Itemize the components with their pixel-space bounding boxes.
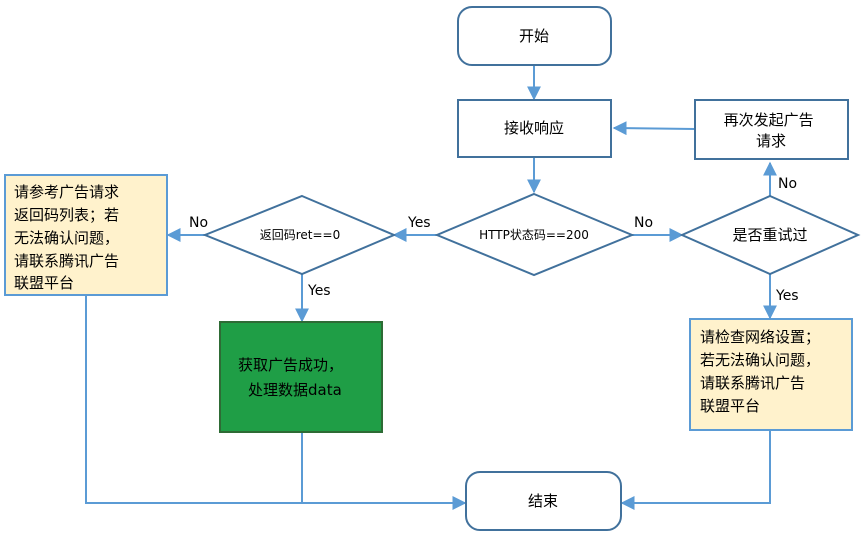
node-ret-error-note: 请参考广告请求 返回码列表；若 无法确认问题， 请联系腾讯广告 联盟平台 (4, 174, 168, 296)
node-receive-shape (457, 99, 612, 158)
note-ret-line-5: 联盟平台 (14, 274, 74, 292)
note-network-line-2: 若无法确认问题， (700, 351, 820, 369)
node-retry-request-line-2: 请求 (756, 132, 786, 150)
node-http-check-shape (434, 192, 635, 277)
note-network-line-4: 联盟平台 (700, 397, 760, 415)
label-ret-no: No (189, 215, 208, 231)
note-network-line-1: 请检查网络设置； (700, 328, 820, 346)
connectors (85, 65, 777, 510)
note-ret-line-1: 请参考广告请求 (14, 183, 119, 201)
note-ret-line-3: 无法确认问题， (14, 229, 119, 247)
node-retry-request-label: 再次发起广告 请求 (724, 111, 819, 150)
node-end-shape (465, 471, 622, 531)
node-success-shape (219, 321, 383, 433)
node-retry-request: 再次发起广告 请求 (694, 99, 849, 160)
node-start: 开始 (457, 6, 612, 66)
edge-network-note-to-end (620, 430, 771, 510)
node-start-shape (457, 6, 612, 66)
node-http-check-label: HTTP状态码==200 (479, 228, 589, 242)
node-ret-check-label: 返回码ret==0 (260, 228, 341, 242)
edge-error-note-to-end (85, 295, 467, 510)
node-retry-check: 是否重试过 (679, 194, 861, 276)
node-end: 结束 (465, 471, 622, 531)
label-http-no: No (634, 215, 653, 231)
node-start-label: 开始 (519, 27, 549, 45)
node-retry-check-shape (679, 194, 861, 276)
node-success-line-2: 处理数据data (248, 381, 342, 399)
node-retry-check-label: 是否重试过 (732, 226, 807, 244)
node-ret-error-note-shape (4, 174, 168, 296)
note-network-line-3: 请联系腾讯广告 (700, 374, 805, 392)
node-network-note: 请检查网络设置； 若无法确认问题， 请联系腾讯广告 联盟平台 (689, 318, 853, 431)
node-ret-error-note-text: 请参考广告请求 返回码列表；若 无法确认问题， 请联系腾讯广告 联盟平台 (14, 183, 124, 292)
node-ret-check-shape (202, 194, 397, 276)
node-network-note-shape (689, 318, 853, 431)
node-retry-request-line-1: 再次发起广告 (724, 111, 814, 129)
node-network-note-text: 请检查网络设置； 若无法确认问题， 请联系腾讯广告 联盟平台 (700, 328, 825, 415)
label-retry-no: No (778, 176, 797, 192)
edge-labels: Yes No No Yes No Yes (189, 176, 799, 304)
node-receive: 接收响应 (457, 99, 612, 158)
note-ret-line-4: 请联系腾讯广告 (14, 252, 119, 270)
label-ret-yes: Yes (307, 283, 331, 299)
node-success: 获取广告成功， 处理数据data (219, 321, 383, 433)
node-success-text: 获取广告成功， 处理数据data (238, 356, 348, 399)
edge-retry-request-to-receive (612, 121, 696, 136)
node-http-check: HTTP状态码==200 (434, 192, 635, 277)
node-ret-check: 返回码ret==0 (202, 194, 397, 276)
node-receive-label: 接收响应 (504, 119, 564, 137)
node-end-label: 结束 (528, 492, 558, 510)
label-retry-yes: Yes (775, 288, 799, 304)
label-http-yes: Yes (407, 215, 431, 231)
node-success-line-1: 获取广告成功， (238, 356, 343, 374)
note-ret-line-2: 返回码列表；若 (14, 206, 119, 224)
node-retry-request-shape (694, 99, 849, 160)
